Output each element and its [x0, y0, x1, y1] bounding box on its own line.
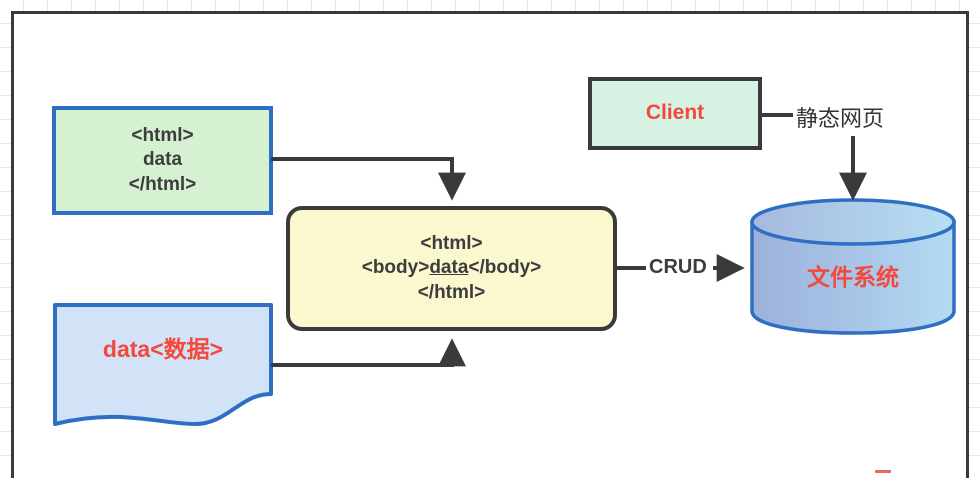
red-mark — [875, 470, 891, 473]
edge-html-to-merged — [271, 157, 466, 201]
crud-label: CRUD — [649, 256, 707, 278]
client-box[interactable] — [588, 77, 762, 150]
file-system-cylinder[interactable] — [750, 198, 956, 335]
edge-data-to-merged — [271, 338, 466, 367]
merged-html-box[interactable] — [286, 206, 617, 331]
data-document-shape[interactable] — [53, 303, 273, 426]
static-page-label: 静态网页 — [796, 106, 885, 131]
html-source-box[interactable] — [52, 106, 273, 215]
